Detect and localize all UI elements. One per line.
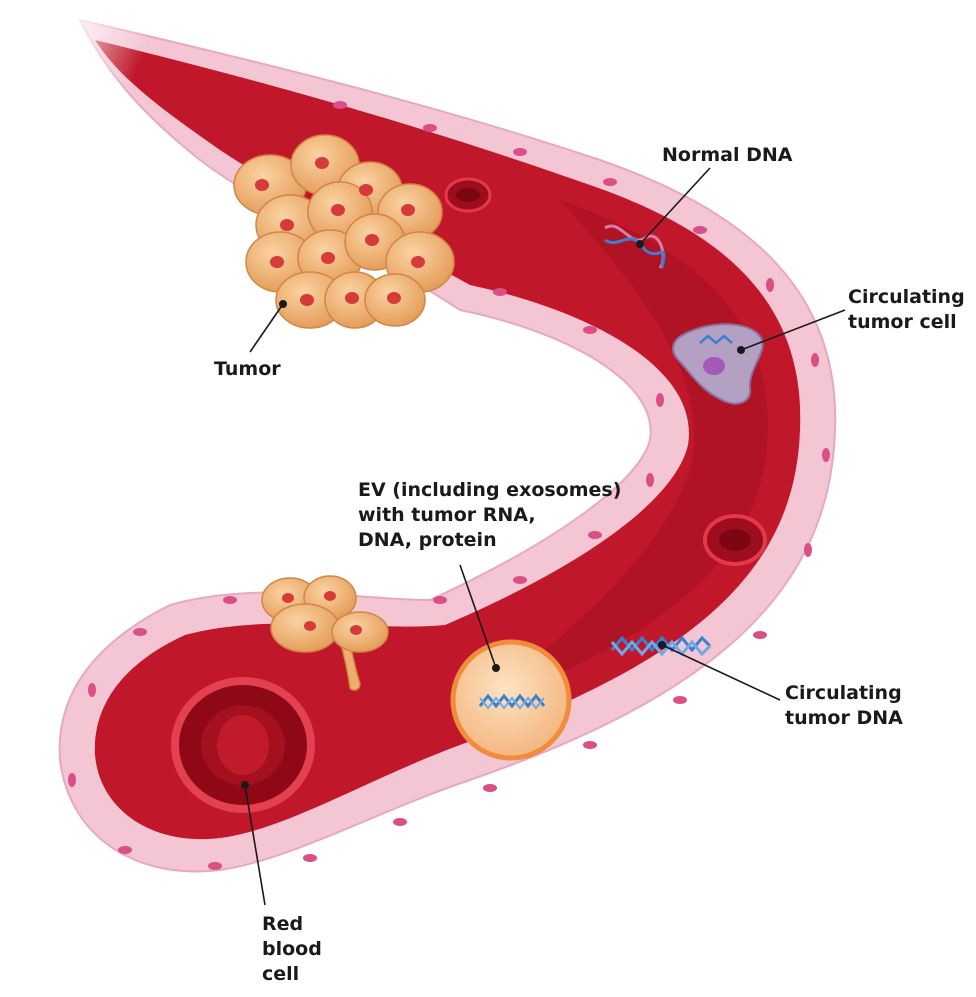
wall-nuclei	[68, 101, 830, 870]
label-circulating-tumor-dna: Circulating tumor DNA	[785, 682, 903, 729]
circulating-tumor-cell	[672, 323, 764, 405]
leader-ctc	[740, 309, 846, 351]
label-red-blood-cell: Red blood cell	[262, 913, 322, 985]
leader-rbc	[244, 784, 266, 906]
rbc-large	[171, 677, 315, 813]
rbc-mid-right	[703, 514, 767, 566]
vessel-shading	[470, 200, 769, 710]
label-circulating-tumor-cell: Circulating tumor cell	[848, 286, 965, 333]
leader-normal-dna	[639, 167, 711, 245]
leader-tumor	[249, 303, 284, 353]
rbc-small-top	[444, 177, 492, 213]
leader-lines	[244, 167, 846, 906]
extracellular-vesicle	[450, 639, 572, 761]
label-tumor: Tumor	[214, 358, 281, 380]
label-normal-dna: Normal DNA	[662, 144, 793, 166]
leader-dots	[241, 240, 745, 789]
circulating-tumor-dna	[610, 635, 712, 657]
invading-tumor-cluster	[261, 575, 389, 691]
label-ev: EV (including exosomes) with tumor RNA, …	[358, 479, 622, 551]
vessel-fade	[60, 0, 340, 200]
leader-ctdna	[661, 644, 781, 701]
tumor-cluster	[233, 134, 455, 329]
leader-ev	[459, 564, 497, 669]
